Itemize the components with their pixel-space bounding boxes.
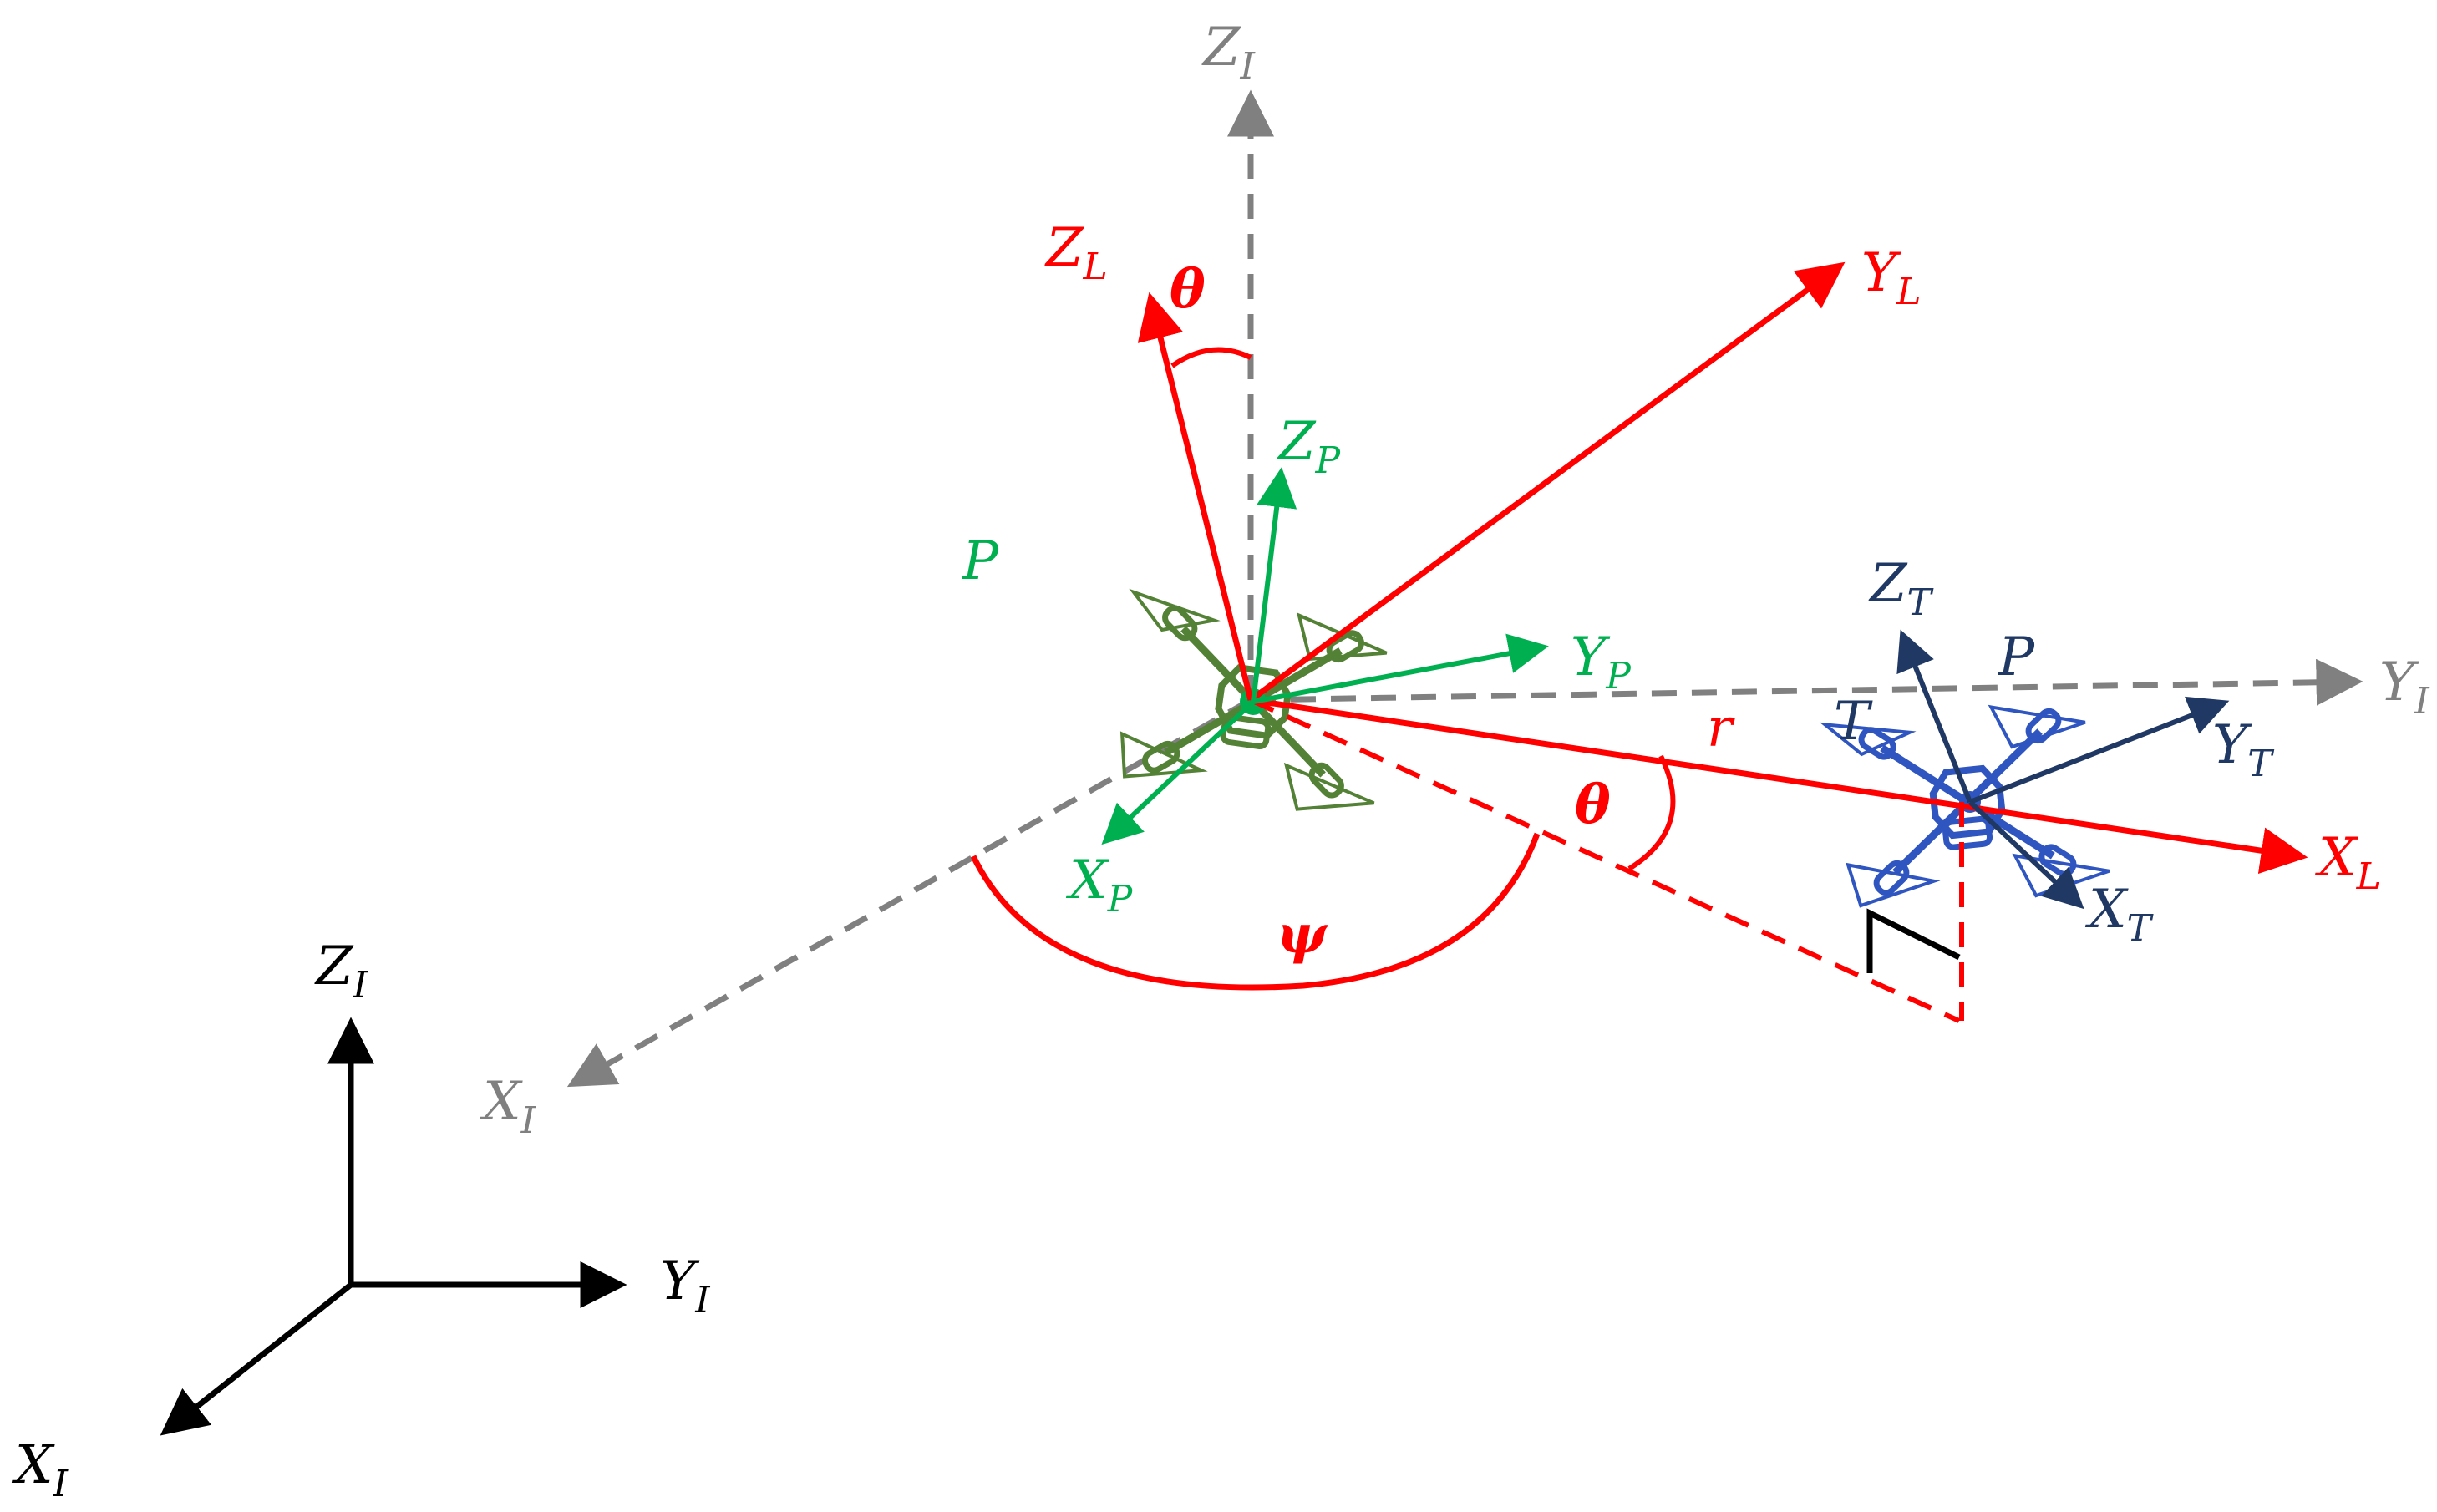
yt-axis <box>1968 696 2230 804</box>
psi-arc <box>970 832 1541 991</box>
theta-top-label: θ <box>1170 258 1206 321</box>
zl-label: ZL <box>1044 217 1108 288</box>
pursuer-frame-axes <box>1101 467 1549 845</box>
zt-label: ZT <box>1868 553 1934 624</box>
xp-label: XP <box>1065 850 1134 921</box>
range-label: r <box>1707 698 1735 759</box>
pursuer-name-label: P <box>962 530 999 592</box>
target-p-label: P <box>1998 627 2035 688</box>
xl-label: XL <box>2314 827 2381 898</box>
xt-axis <box>1967 799 2084 910</box>
xi-diag-label: XI <box>479 1071 537 1142</box>
ref-x-axis <box>160 1282 353 1436</box>
zl-axis <box>1137 292 1254 701</box>
yi-right-label: YI <box>2379 652 2430 723</box>
xi-axis <box>566 697 1252 1088</box>
ref-y-label: YI <box>660 1251 711 1322</box>
yi-axis <box>1250 658 2363 706</box>
inertial-frame-axes <box>566 89 2363 1088</box>
ref-x-label: XI <box>11 1434 69 1505</box>
yl-label: YL <box>1861 242 1921 313</box>
zi-top-label: ZI <box>1201 17 1256 88</box>
theta-arc-los <box>1627 754 1676 871</box>
right-angle-marker <box>1866 908 1961 973</box>
theta-los-label: θ <box>1575 774 1611 836</box>
psi-label: ψ <box>1277 903 1328 966</box>
los-projection-line <box>1249 698 1961 1023</box>
zp-axis <box>1251 467 1297 703</box>
target-frame-axes <box>1896 629 2230 910</box>
reference-inertial-frame <box>160 1017 627 1436</box>
theta-arc-top <box>1170 347 1252 368</box>
zt-axis <box>1896 629 1972 804</box>
xl-axis <box>1250 697 2308 874</box>
yp-axis <box>1252 633 1549 704</box>
yl-axis <box>1248 261 1846 703</box>
xt-label: XT <box>2084 879 2155 950</box>
xp-axis <box>1101 699 1256 845</box>
yp-label: YP <box>1571 627 1632 698</box>
yt-label: YT <box>2212 714 2275 785</box>
target-name-label: T <box>1834 691 1873 753</box>
los-frame-axes <box>970 261 2308 1023</box>
zp-label: ZP <box>1277 411 1341 482</box>
ref-z-label: ZI <box>314 936 368 1007</box>
